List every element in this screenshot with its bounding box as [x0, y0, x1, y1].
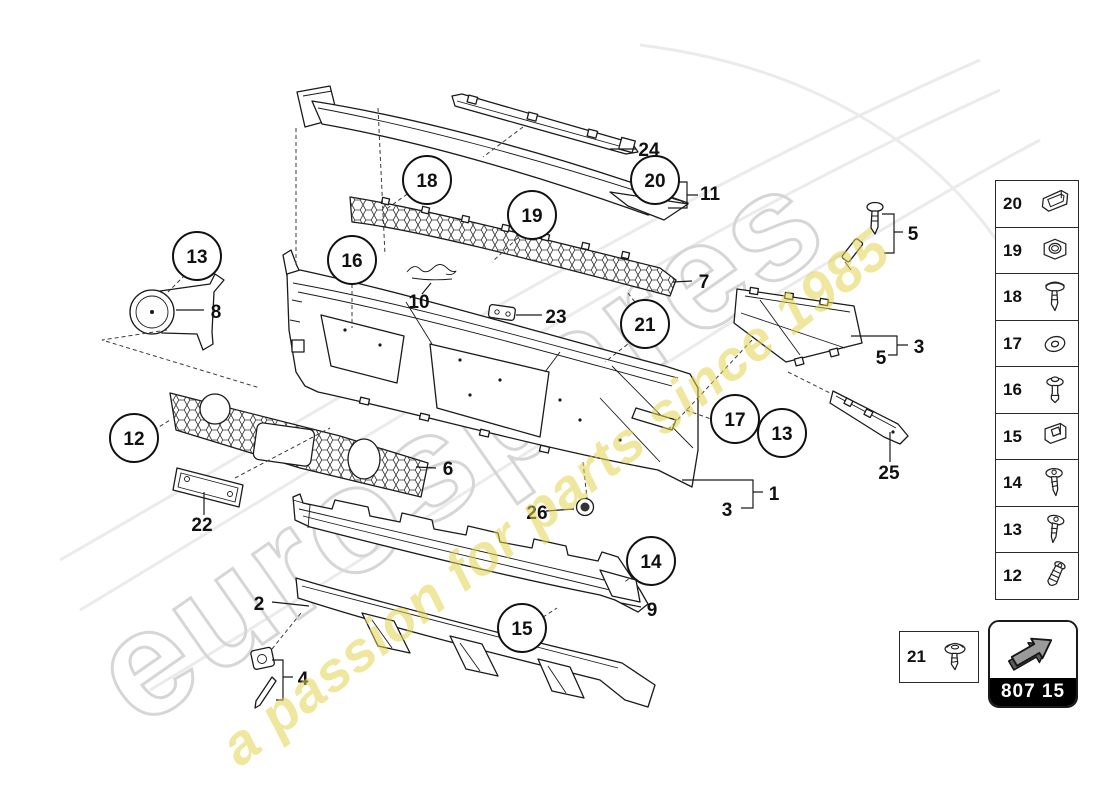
- exhaust-tip: [129, 273, 225, 351]
- svg-text:12: 12: [123, 429, 144, 450]
- sidebar-item-17[interactable]: 17: [995, 319, 1079, 368]
- svg-text:19: 19: [521, 206, 542, 227]
- part-label-5[interactable]: 5: [876, 348, 887, 369]
- callout-circle-21[interactable]: 21: [620, 299, 670, 349]
- callout-circle-14[interactable]: 14: [626, 536, 676, 586]
- svg-text:18: 18: [416, 171, 437, 192]
- fastener-number: 21: [907, 647, 926, 666]
- washer-screw-icon: [1045, 281, 1065, 312]
- part-label-8[interactable]: 8: [211, 302, 222, 323]
- part-label-3[interactable]: 3: [722, 500, 733, 521]
- diagram-code-box[interactable]: 807 15: [988, 620, 1078, 708]
- svg-text:13: 13: [186, 247, 207, 268]
- sidebar-item-18[interactable]: 18: [995, 273, 1079, 321]
- svg-text:21: 21: [634, 315, 656, 336]
- fastener-number: 17: [1003, 333, 1022, 353]
- fastener-number: 13: [1003, 519, 1022, 539]
- diagram-code: 807 15: [990, 678, 1076, 706]
- impact-absorber: [292, 493, 649, 613]
- callout-circle-12[interactable]: 12: [109, 413, 159, 463]
- leader-lines: [176, 148, 908, 701]
- bumper-body: [282, 249, 699, 488]
- tapping-screw-icon: [1045, 467, 1063, 497]
- retaining-clip-icon: [1041, 189, 1069, 212]
- fastener-number: 19: [1003, 240, 1022, 260]
- bracket-25: [829, 390, 909, 445]
- callout-circle-19[interactable]: 19: [507, 190, 557, 240]
- callout-circle-13[interactable]: 13: [172, 231, 222, 281]
- washer-icon: [1044, 335, 1066, 352]
- callout-circle-16[interactable]: 16: [327, 235, 377, 285]
- hex-nut-icon: [1043, 238, 1067, 260]
- part-label-26[interactable]: 26: [526, 503, 547, 524]
- part-label-23[interactable]: 23: [545, 307, 566, 328]
- part-label-11[interactable]: 11: [700, 184, 721, 205]
- nav-arrow-area: [990, 622, 1076, 678]
- screw-and-rivet-5: [841, 201, 884, 271]
- sidebar-item-12[interactable]: 12: [995, 552, 1079, 600]
- sidebar-item-19[interactable]: 19: [995, 226, 1079, 275]
- sidebar-item-16[interactable]: 16: [995, 366, 1079, 414]
- next-arrow-icon: [1007, 637, 1053, 671]
- callout-circle-20[interactable]: 20: [630, 155, 680, 205]
- fastener-number: 15: [1003, 426, 1022, 446]
- parking-sensor: [575, 497, 595, 517]
- part-label-7[interactable]: 7: [699, 272, 710, 293]
- part-label-10[interactable]: 10: [408, 292, 429, 313]
- part-label-3[interactable]: 3: [914, 337, 925, 358]
- fastener-sidebar: 20 19 18 17 16: [995, 180, 1079, 600]
- side-grille: [733, 286, 863, 367]
- callout-circle-15[interactable]: 15: [497, 603, 547, 653]
- fastener-number: 16: [1003, 380, 1022, 399]
- assembly-dashed-lines: [101, 107, 831, 650]
- svg-text:14: 14: [640, 552, 662, 573]
- expansion-rivet-icon: [1046, 376, 1064, 404]
- callout-circle-13[interactable]: 13: [757, 408, 807, 458]
- tapping-screw-icon: [1047, 514, 1065, 543]
- fastener-number: 12: [1003, 566, 1022, 585]
- part-label-22[interactable]: 22: [191, 515, 212, 536]
- part-label-4[interactable]: 4: [298, 669, 309, 690]
- svg-text:16: 16: [341, 251, 362, 272]
- part-label-24[interactable]: 24: [638, 140, 660, 161]
- extra-fastener-box-21[interactable]: 21: [899, 631, 979, 683]
- clip-nut-icon: [1044, 422, 1067, 444]
- svg-text:15: 15: [511, 619, 533, 640]
- clip-and-pin-4: [250, 646, 277, 709]
- clip-23: [487, 303, 516, 322]
- fastener-number: 20: [1003, 194, 1022, 213]
- callout-circle-17[interactable]: 17: [710, 394, 760, 444]
- mesh-grille: [349, 196, 677, 297]
- svg-text:13: 13: [771, 424, 792, 445]
- license-bracket: [172, 467, 244, 508]
- part-label-2[interactable]: 2: [254, 594, 265, 615]
- sidebar-item-20[interactable]: 20: [995, 180, 1079, 228]
- fastener-number: 18: [1003, 287, 1022, 306]
- part-label-25[interactable]: 25: [878, 463, 900, 484]
- fastener-number: 14: [1003, 473, 1022, 492]
- script-badge: [406, 264, 457, 281]
- part-label-5[interactable]: 5: [908, 224, 919, 245]
- sidebar-item-15[interactable]: 15: [995, 412, 1079, 461]
- sidebar-item-14[interactable]: 14: [995, 459, 1079, 507]
- svg-text:17: 17: [724, 410, 745, 431]
- bolt-icon: [1047, 561, 1066, 586]
- part-label-9[interactable]: 9: [647, 600, 658, 621]
- part-label-6[interactable]: 6: [443, 459, 454, 480]
- part-label-1[interactable]: 1: [769, 484, 780, 505]
- diffuser: [295, 577, 656, 708]
- washer-screw-icon: [944, 642, 966, 671]
- sidebar-item-13[interactable]: 13: [995, 505, 1079, 554]
- svg-text:20: 20: [644, 171, 665, 192]
- callout-circle-18[interactable]: 18: [402, 155, 452, 205]
- lower-grille: [169, 392, 429, 498]
